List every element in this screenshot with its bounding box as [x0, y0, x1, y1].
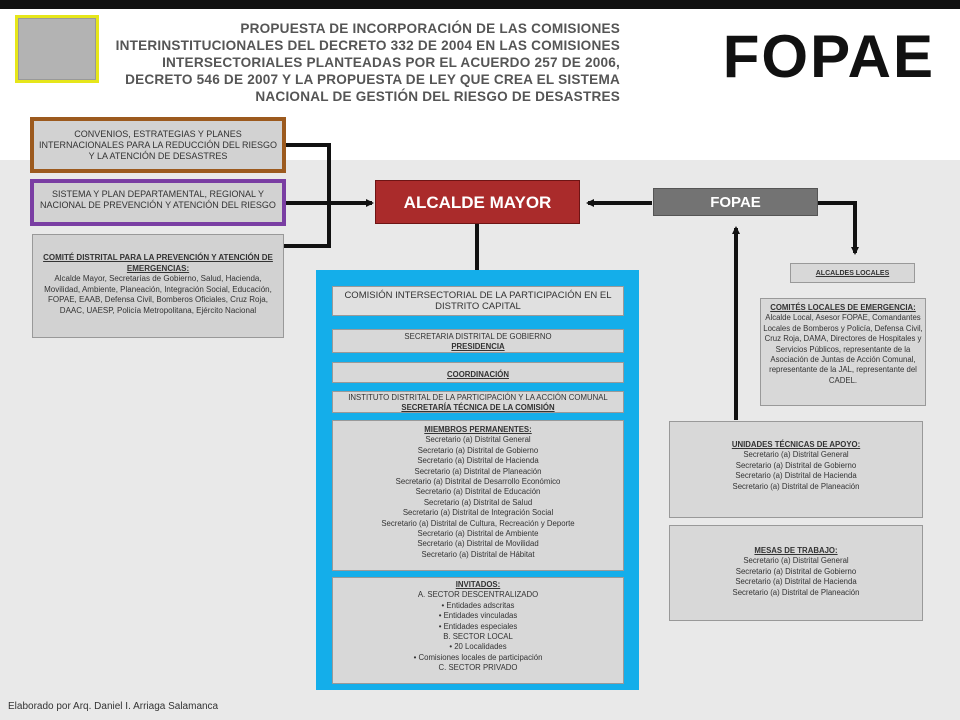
list-item: Secretario (a) Distrital de Gobierno	[417, 445, 539, 455]
list-item: Secretario (a) Distrital General	[743, 450, 849, 460]
list-item: • Entidades especiales	[438, 621, 518, 631]
list-item: Secretario (a) Distrital de Salud	[423, 497, 533, 507]
comite-distrital-members: Alcalde Mayor, Secretarías de Gobierno, …	[44, 274, 272, 315]
list-item: Secretario (a) Distrital de Hábitat	[421, 549, 535, 559]
coordinacion-label: COORDINACIÓN	[447, 370, 509, 379]
comites-locales-members: Alcalde Local, Asesor FOPAE, Comandantes…	[763, 313, 923, 385]
list-item: Secretario (a) Distrital de Integración …	[402, 508, 554, 518]
fopae-box: FOPAE	[653, 188, 818, 216]
list-item: Secretario (a) Distrital General	[743, 556, 849, 566]
list-item: Secretario (a) Distrital General	[425, 435, 531, 445]
list-item: C. SECTOR PRIVADO	[438, 663, 518, 673]
unidades-tecnicas-box: UNIDADES TÉCNICAS DE APOYO: Secretario (…	[669, 421, 923, 518]
footer-credit: Elaborado por Arq. Daniel I. Arriaga Sal…	[8, 701, 219, 712]
logo-placeholder	[15, 15, 99, 83]
comites-locales-title: COMITÉS LOCALES DE EMERGENCIA:	[770, 303, 916, 312]
presidencia-role: PRESIDENCIA	[451, 342, 505, 352]
list-item: • 20 Localidades	[449, 642, 507, 652]
list-item: Secretario (a) Distrital de Hacienda	[735, 471, 857, 481]
secretaria-tecnica-box: INSTITUTO DISTRITAL DE LA PARTICIPACIÓN …	[332, 391, 624, 413]
list-item: • Comisiones locales de participación	[413, 652, 543, 662]
list-item: • Entidades adscritas	[441, 600, 515, 610]
miembros-box: MIEMBROS PERMANENTES: Secretario (a) Dis…	[332, 420, 624, 571]
comites-locales-box: COMITÉS LOCALES DE EMERGENCIA: Alcalde L…	[760, 298, 926, 406]
list-item: Secretario (a) Distrital de Planeación	[414, 466, 542, 476]
brand-title: FOPAE	[722, 23, 935, 90]
list-item: A. SECTOR DESCENTRALIZADO	[417, 590, 539, 600]
list-item: Secretario (a) Distrital de Desarrollo E…	[395, 477, 561, 487]
connector-fopae-to-alcaldes-locales	[818, 201, 859, 255]
presidencia-entity: SECRETARIA DISTRITAL DE GOBIERNO	[404, 332, 552, 341]
list-item: Secretario (a) Distrital de Hacienda	[735, 577, 857, 587]
page-title: PROPUESTA DE INCORPORACIÓN DE LAS COMISI…	[115, 21, 620, 104]
presidencia-box: SECRETARIA DISTRITAL DE GOBIERNO PRESIDE…	[332, 329, 624, 353]
list-item: Secretario (a) Distrital de Gobierno	[735, 566, 857, 576]
invitados-box: INVITADOS: A. SECTOR DESCENTRALIZADO • E…	[332, 577, 624, 684]
top-bar	[0, 0, 960, 9]
list-item: Secretario (a) Distrital de Planeación	[732, 587, 860, 597]
list-item: • Entidades vinculadas	[438, 611, 518, 621]
secretaria-tecnica-entity: INSTITUTO DISTRITAL DE LA PARTICIPACIÓN …	[348, 393, 608, 402]
alcaldes-locales-box: ALCALDES LOCALES	[790, 263, 915, 283]
list-item: Secretario (a) Distrital de Planeación	[732, 481, 860, 491]
comite-distrital-title: COMITÉ DISTRITAL PARA LA PREVENCIÓN Y AT…	[43, 253, 273, 273]
list-item: Secretario (a) Distrital de Cultura, Rec…	[381, 518, 575, 528]
connector-left-bracket	[284, 143, 331, 248]
alcalde-mayor-box: ALCALDE MAYOR	[375, 180, 580, 224]
list-item: B. SECTOR LOCAL	[443, 632, 513, 642]
sistema-box: SISTEMA Y PLAN DEPARTAMENTAL, REGIONAL Y…	[30, 179, 286, 226]
list-item: Secretario (a) Distrital de Movilidad	[417, 539, 539, 549]
coordinacion-box: COORDINACIÓN	[332, 362, 624, 383]
secretaria-tecnica-role: SECRETARÍA TÉCNICA DE LA COMISIÓN	[401, 403, 555, 413]
mesas-trabajo-box: MESAS DE TRABAJO: Secretario (a) Distrit…	[669, 525, 923, 621]
list-item: Secretario (a) Distrital de Gobierno	[735, 460, 857, 470]
list-item: Secretario (a) Distrital de Hacienda	[417, 456, 539, 466]
alcaldes-locales-label: ALCALDES LOCALES	[815, 270, 890, 277]
list-item: Secretario (a) Distrital de Ambiente	[417, 529, 539, 539]
comite-distrital-box: COMITÉ DISTRITAL PARA LA PREVENCIÓN Y AT…	[32, 234, 284, 338]
unidades-tecnicas-title: UNIDADES TÉCNICAS DE APOYO:	[731, 440, 861, 449]
mesas-trabajo-title: MESAS DE TRABAJO:	[754, 546, 838, 555]
invitados-title: INVITADOS:	[455, 580, 501, 589]
miembros-title: MIEMBROS PERMANENTES:	[424, 425, 532, 434]
comision-title: COMISIÓN INTERSECTORIAL DE LA PARTICIPAC…	[332, 286, 624, 316]
list-item: Secretario (a) Distrital de Educación	[415, 487, 541, 497]
convenios-box: CONVENIOS, ESTRATEGIAS Y PLANES INTERNAC…	[30, 117, 286, 173]
